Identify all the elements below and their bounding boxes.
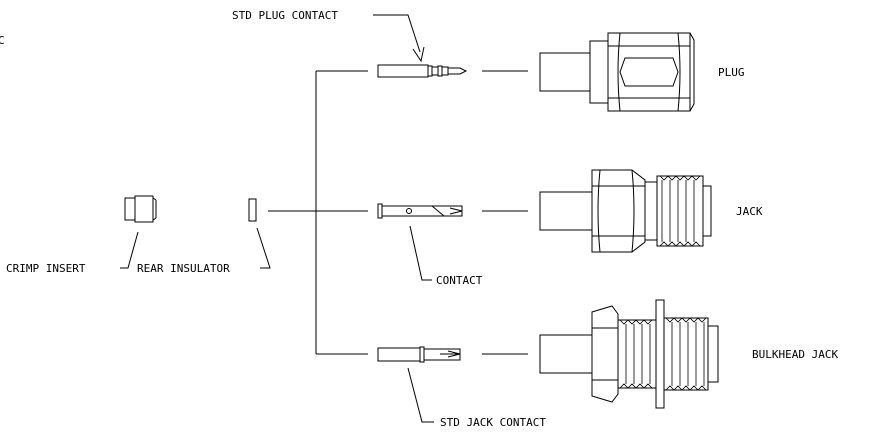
branch-lines (268, 70, 528, 355)
plug-connector (539, 32, 695, 112)
std-plug-contact-part (377, 64, 468, 78)
corner-letter: C (0, 34, 5, 47)
crimp-insert-part (124, 195, 157, 223)
bulkhead-jack-label: BULKHEAD JACK (752, 348, 838, 361)
crimp-insert-label: CRIMP INSERT (6, 262, 86, 275)
std-jack-contact-label: STD JACK CONTACT (440, 416, 546, 429)
rear-insulator-leader (256, 227, 271, 269)
std-jack-contact-leader (407, 367, 434, 423)
contact-part (377, 203, 463, 219)
contact-label: CONTACT (436, 274, 483, 287)
std-jack-contact-part (377, 346, 461, 363)
rear-insulator-part (248, 198, 257, 222)
rear-insulator-label: REAR INSULATOR (137, 262, 230, 275)
bulkhead-jack-connector (539, 299, 719, 409)
contact-leader (409, 225, 432, 281)
std-plug-contact-leader (373, 14, 425, 63)
crimp-insert-leader (120, 231, 139, 269)
jack-label: JACK (736, 205, 763, 218)
plug-label: PLUG (718, 66, 745, 79)
jack-connector (539, 169, 712, 253)
std-plug-contact-label: STD PLUG CONTACT (232, 9, 338, 22)
